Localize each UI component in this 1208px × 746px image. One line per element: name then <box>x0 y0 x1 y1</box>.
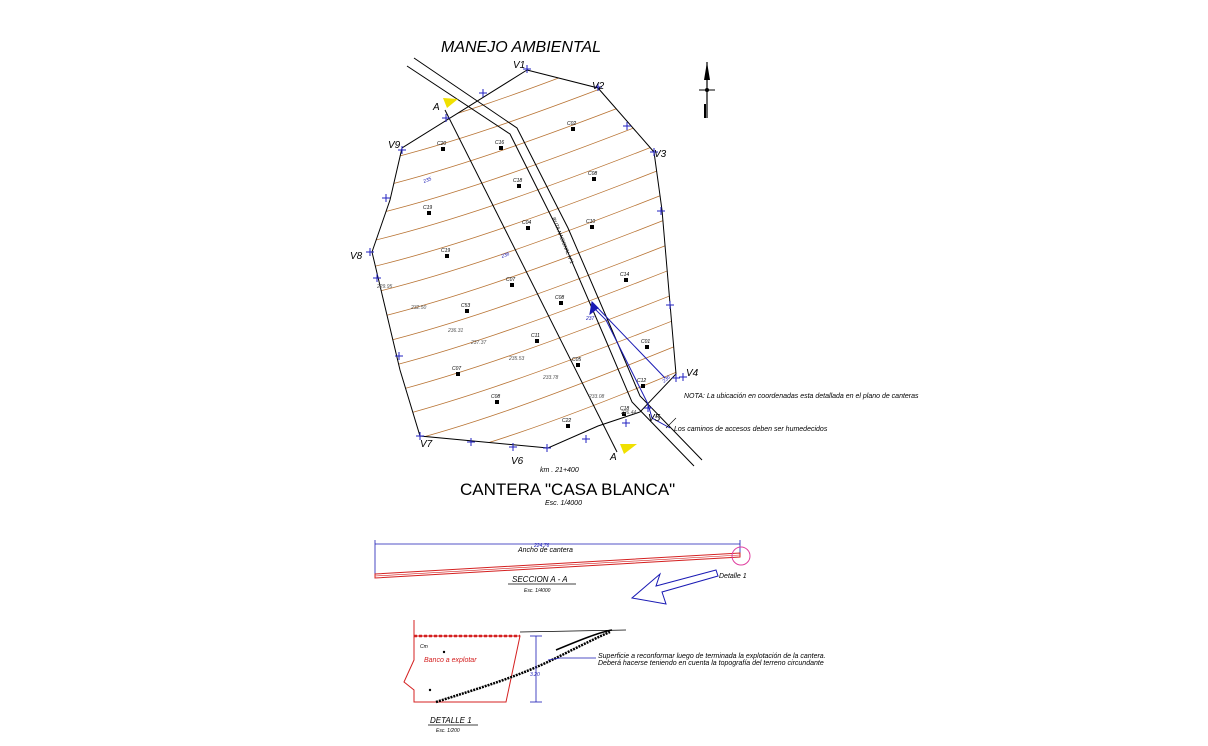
svg-text:232.50: 232.50 <box>410 305 427 311</box>
svg-text:C01: C01 <box>641 339 650 345</box>
detail-height: 3.20 <box>530 672 540 678</box>
terrain-surface <box>435 630 611 704</box>
svg-text:C11: C11 <box>531 333 540 339</box>
section-scale: Esc. 1/4000 <box>524 588 551 594</box>
section-profile <box>374 552 741 579</box>
svg-text:C07: C07 <box>506 277 515 283</box>
svg-text:233.08: 233.08 <box>588 394 605 400</box>
vertex-label: V2 <box>592 81 605 92</box>
vertex-label: V7 <box>420 439 433 450</box>
detail-circle <box>731 546 751 566</box>
vertex-label: V1 <box>513 60 525 71</box>
road-note: Los caminos de accesos deben ser humedec… <box>674 426 828 433</box>
svg-text:237.37: 237.37 <box>470 340 487 346</box>
section-arrow-icon <box>443 98 458 108</box>
road-label: RUTA NACIONAL N°1 <box>550 217 574 266</box>
quarry-plan: RUTA NACIONAL N°1 A A <box>350 57 919 474</box>
svg-text:C02: C02 <box>567 121 576 127</box>
detail-scale: Esc. 1/200 <box>436 728 460 734</box>
bench-outline <box>403 620 521 703</box>
view-arrow <box>589 300 671 429</box>
vertex-label: V9 <box>388 140 401 151</box>
vertex-label: V4 <box>686 368 699 379</box>
section-line <box>444 109 618 453</box>
svg-text:C18: C18 <box>620 406 629 412</box>
svg-text:C19: C19 <box>441 248 450 254</box>
svg-text:237: 237 <box>585 316 595 322</box>
svg-text:C18: C18 <box>513 178 522 184</box>
vertex-label: V5 <box>648 413 661 424</box>
svg-text:C05: C05 <box>572 357 581 363</box>
national-road <box>406 57 703 467</box>
svg-text:226.44: 226.44 <box>620 410 637 416</box>
section-arrow-icon <box>620 444 637 454</box>
svg-text:235.53: 235.53 <box>508 356 525 362</box>
vertex-label: V6 <box>511 456 524 467</box>
section-marker-bottom: A <box>609 452 617 463</box>
detail-pointer-arrow-icon <box>630 569 719 605</box>
section-title: SECCION A - A <box>512 575 568 584</box>
svg-text:C08: C08 <box>588 171 597 177</box>
vertex-label: V8 <box>350 251 363 262</box>
svg-text:C14: C14 <box>620 272 629 278</box>
plan-title: CANTERA "CASA BLANCA" <box>460 480 675 499</box>
survey-points: C20 C16 C02 C19 C18 C08 C19 C04 C10 C07 … <box>423 121 650 428</box>
svg-text:C12: C12 <box>637 378 646 384</box>
svg-text:Cm: Cm <box>420 644 428 650</box>
svg-text:C53: C53 <box>461 303 470 309</box>
section-aa: 224.76 Ancho de cantera Detalle 1 SECCIO… <box>374 540 751 605</box>
svg-text:229.95: 229.95 <box>376 284 393 290</box>
svg-text:236: 236 <box>661 374 672 385</box>
km-label: km . 21+400 <box>540 467 579 474</box>
section-width-label: Ancho de cantera <box>517 547 573 554</box>
detail-note-1: Superficie a reconformar luego de termin… <box>598 653 826 660</box>
drawing-title: MANEJO AMBIENTAL <box>441 39 601 56</box>
svg-text:236.31: 236.31 <box>447 328 464 334</box>
svg-text:235: 235 <box>422 176 433 185</box>
vertex-label: V3 <box>654 149 667 160</box>
detail-1: Banco a explotar Cm 3.20 Superficie a re… <box>403 620 826 734</box>
plan-note: NOTA: La ubicación en coordenadas esta d… <box>684 393 919 400</box>
svg-text:C08: C08 <box>491 394 500 400</box>
svg-text:C20: C20 <box>437 141 446 147</box>
bench-label: Banco a explotar <box>424 657 477 664</box>
svg-text:236: 236 <box>500 251 511 260</box>
svg-text:233.78: 233.78 <box>542 375 559 381</box>
svg-text:C07: C07 <box>452 366 461 372</box>
svg-text:C04: C04 <box>522 220 531 226</box>
svg-text:C22: C22 <box>562 418 571 424</box>
detail-ref: Detalle 1 <box>719 573 747 580</box>
svg-text:C08: C08 <box>555 295 564 301</box>
svg-text:C16: C16 <box>495 140 504 146</box>
quarry-boundary <box>371 69 677 449</box>
svg-text:C10: C10 <box>586 219 595 225</box>
svg-text:C19: C19 <box>423 205 432 211</box>
plan-scale: Esc. 1/4000 <box>545 500 582 507</box>
detail-title: DETALLE 1 <box>430 716 472 725</box>
north-arrow-icon <box>699 62 715 118</box>
detail-note-2: Deberá hacerse teniendo en cuenta la top… <box>598 660 824 667</box>
section-marker-top: A <box>432 102 440 113</box>
elevation-labels: 229.95 232.50 236.31 237.37 235.53 233.7… <box>376 284 637 416</box>
boundary-markers <box>366 65 687 452</box>
section-dim-value: 224.76 <box>533 543 550 549</box>
